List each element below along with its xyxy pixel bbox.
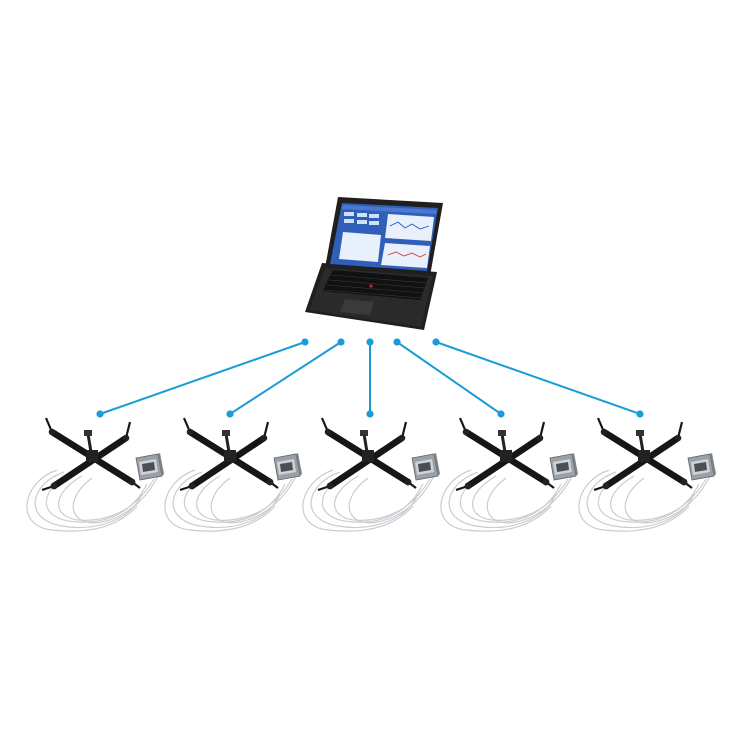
link-node-5 [432,338,644,418]
link-node-1 [96,338,309,418]
link-node-3 [366,338,374,418]
link-node-2 [226,338,345,418]
node-2 [165,418,302,531]
sensor-frame-icon [579,418,716,531]
node-5 [579,418,716,531]
laptop-icon [305,197,443,330]
node-3 [303,418,440,531]
link-node-4 [393,338,505,418]
sensor-frame-icon [27,418,164,531]
sensor-frame-icon [165,418,302,531]
node-4 [441,418,578,531]
sensor-frame-icon [441,418,578,531]
connections [96,338,644,418]
sensor-frame-icon [303,418,440,531]
node-1 [27,418,164,531]
